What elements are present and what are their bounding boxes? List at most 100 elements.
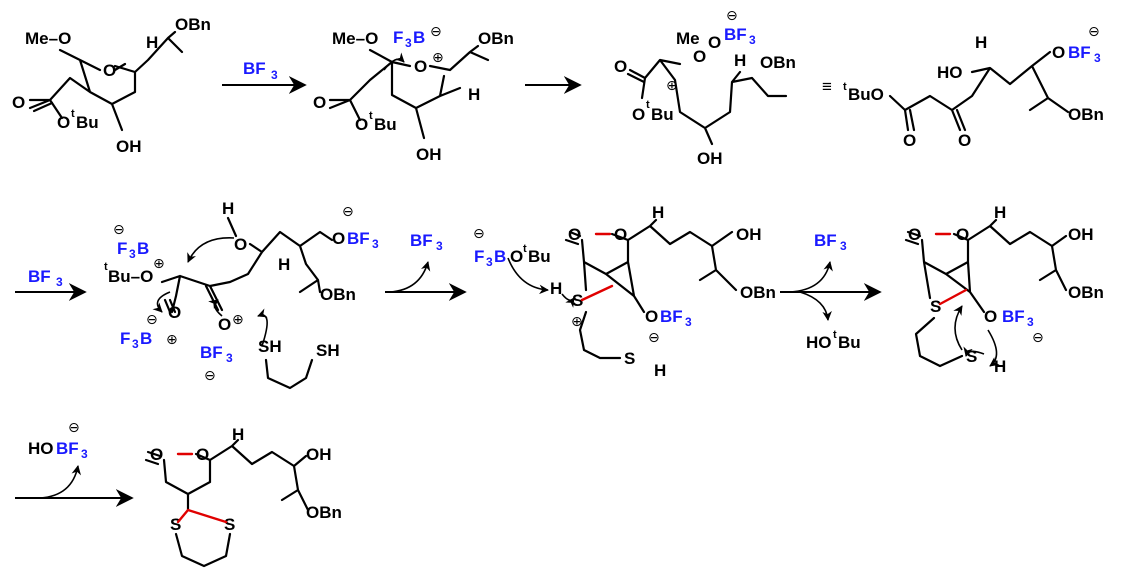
svg-text:F: F <box>117 239 127 258</box>
svg-text:⊖: ⊖ <box>648 330 660 346</box>
svg-text:3: 3 <box>1094 51 1101 65</box>
svg-text:BF: BF <box>724 25 747 44</box>
svg-text:OH: OH <box>416 145 442 164</box>
arrow-step-1: BF 3 <box>222 59 307 94</box>
molecule-1: Me–O OBn O H O O t Bu OH <box>12 15 211 156</box>
svg-text:O: O <box>693 47 706 66</box>
svg-text:B: B <box>140 329 152 348</box>
label-carbonyl-o: O <box>12 93 25 112</box>
svg-text:OBn: OBn <box>740 283 776 302</box>
svg-text:O: O <box>218 315 231 334</box>
svg-text:H: H <box>975 33 987 52</box>
svg-text:Bu: Bu <box>838 333 861 352</box>
label-t: t <box>71 108 75 120</box>
arrow-step-4: BF 3 <box>385 231 467 301</box>
svg-text:O: O <box>632 105 645 124</box>
svg-text:Me–O: Me–O <box>332 29 378 48</box>
svg-text:O: O <box>958 131 971 150</box>
svg-text:t: t <box>646 99 650 111</box>
label-ring-o: O <box>103 61 116 80</box>
svg-text:O: O <box>313 93 326 112</box>
svg-text:⊕: ⊕ <box>153 256 165 272</box>
label-obn: OBn <box>175 15 211 34</box>
svg-text:B: B <box>494 247 506 266</box>
svg-text:⊖: ⊖ <box>342 204 354 220</box>
svg-text:Me: Me <box>676 29 700 48</box>
svg-text:Bu: Bu <box>651 105 674 124</box>
label-bu: Bu <box>76 113 99 132</box>
svg-text:3: 3 <box>81 447 88 461</box>
svg-text:3: 3 <box>132 337 139 351</box>
molecule-2: Me–O F 3 B ⊖ O ⊕ OBn H O O t Bu OH <box>313 24 514 164</box>
svg-text:t: t <box>104 261 108 273</box>
molecule-8: O O H OH OBn S S <box>144 425 342 568</box>
svg-text:3: 3 <box>840 239 847 253</box>
svg-text:⊖: ⊖ <box>430 24 442 40</box>
svg-text:O: O <box>414 57 427 76</box>
svg-text:H: H <box>652 203 664 222</box>
svg-text:3: 3 <box>486 255 493 269</box>
svg-text:B: B <box>413 28 425 47</box>
label-h: H <box>146 33 158 52</box>
svg-text:S: S <box>572 291 583 310</box>
arrow-step-3: BF 3 <box>15 267 87 301</box>
svg-text:⊖: ⊖ <box>204 368 216 384</box>
svg-text:OBn: OBn <box>760 53 796 72</box>
svg-text:3: 3 <box>129 247 136 261</box>
svg-text:OBn: OBn <box>1068 105 1104 124</box>
svg-text:O: O <box>614 57 627 76</box>
svg-text:3: 3 <box>1027 315 1034 329</box>
svg-text:Bu: Bu <box>374 115 397 134</box>
svg-text:Bu–O: Bu–O <box>108 267 153 286</box>
svg-text:⊖: ⊖ <box>68 420 80 436</box>
svg-text:O: O <box>355 115 368 134</box>
svg-text:HO: HO <box>937 63 963 82</box>
reagent-bf3-1: BF <box>243 59 266 78</box>
svg-text:S: S <box>966 347 977 366</box>
svg-text:3: 3 <box>436 239 443 253</box>
svg-text:HO: HO <box>28 439 54 458</box>
svg-text:O: O <box>708 33 721 52</box>
equiv-sign: ≡ <box>822 77 832 96</box>
svg-text:O: O <box>903 131 916 150</box>
svg-text:⊖: ⊖ <box>1088 24 1100 40</box>
svg-text:B: B <box>137 239 149 258</box>
svg-text:O: O <box>332 229 345 248</box>
svg-text:BF: BF <box>1002 307 1025 326</box>
svg-text:BF: BF <box>410 231 433 250</box>
svg-text:3: 3 <box>271 68 278 82</box>
svg-text:3: 3 <box>56 275 63 289</box>
molecule-4: t BuO HO H O ⊖ BF 3 OBn O O <box>843 24 1104 150</box>
svg-text:⊕: ⊕ <box>166 332 178 348</box>
svg-text:⊕: ⊕ <box>571 314 583 330</box>
svg-text:⊖: ⊖ <box>726 8 738 24</box>
svg-text:BF: BF <box>814 231 837 250</box>
svg-text:F: F <box>474 247 484 266</box>
label-oh: OH <box>116 137 142 156</box>
svg-text:t: t <box>843 81 847 93</box>
svg-text:S: S <box>224 515 235 534</box>
svg-text:t: t <box>369 110 373 122</box>
svg-text:H: H <box>278 255 290 274</box>
svg-text:O: O <box>984 307 997 326</box>
label-otbu-o: O <box>57 113 70 132</box>
svg-text:S: S <box>624 349 635 368</box>
svg-text:OBn: OBn <box>478 29 514 48</box>
svg-text:OH: OH <box>1068 225 1094 244</box>
svg-text:H: H <box>654 361 666 380</box>
svg-text:O: O <box>234 235 247 254</box>
svg-text:H: H <box>468 85 480 104</box>
svg-text:⊖: ⊖ <box>473 226 485 242</box>
svg-text:OH: OH <box>306 445 332 464</box>
svg-text:3: 3 <box>372 237 379 251</box>
svg-text:H: H <box>222 199 234 218</box>
svg-text:⊖: ⊖ <box>146 312 158 328</box>
svg-text:O: O <box>1052 43 1065 62</box>
svg-text:H: H <box>550 279 562 298</box>
svg-text:O: O <box>645 307 658 326</box>
svg-text:BF: BF <box>347 229 370 248</box>
molecule-7: O O H OH OBn S O BF 3 ⊖ S H <box>904 203 1104 376</box>
svg-text:OH: OH <box>736 225 762 244</box>
arrow-step-5: BF 3 HO t Bu <box>780 231 882 352</box>
